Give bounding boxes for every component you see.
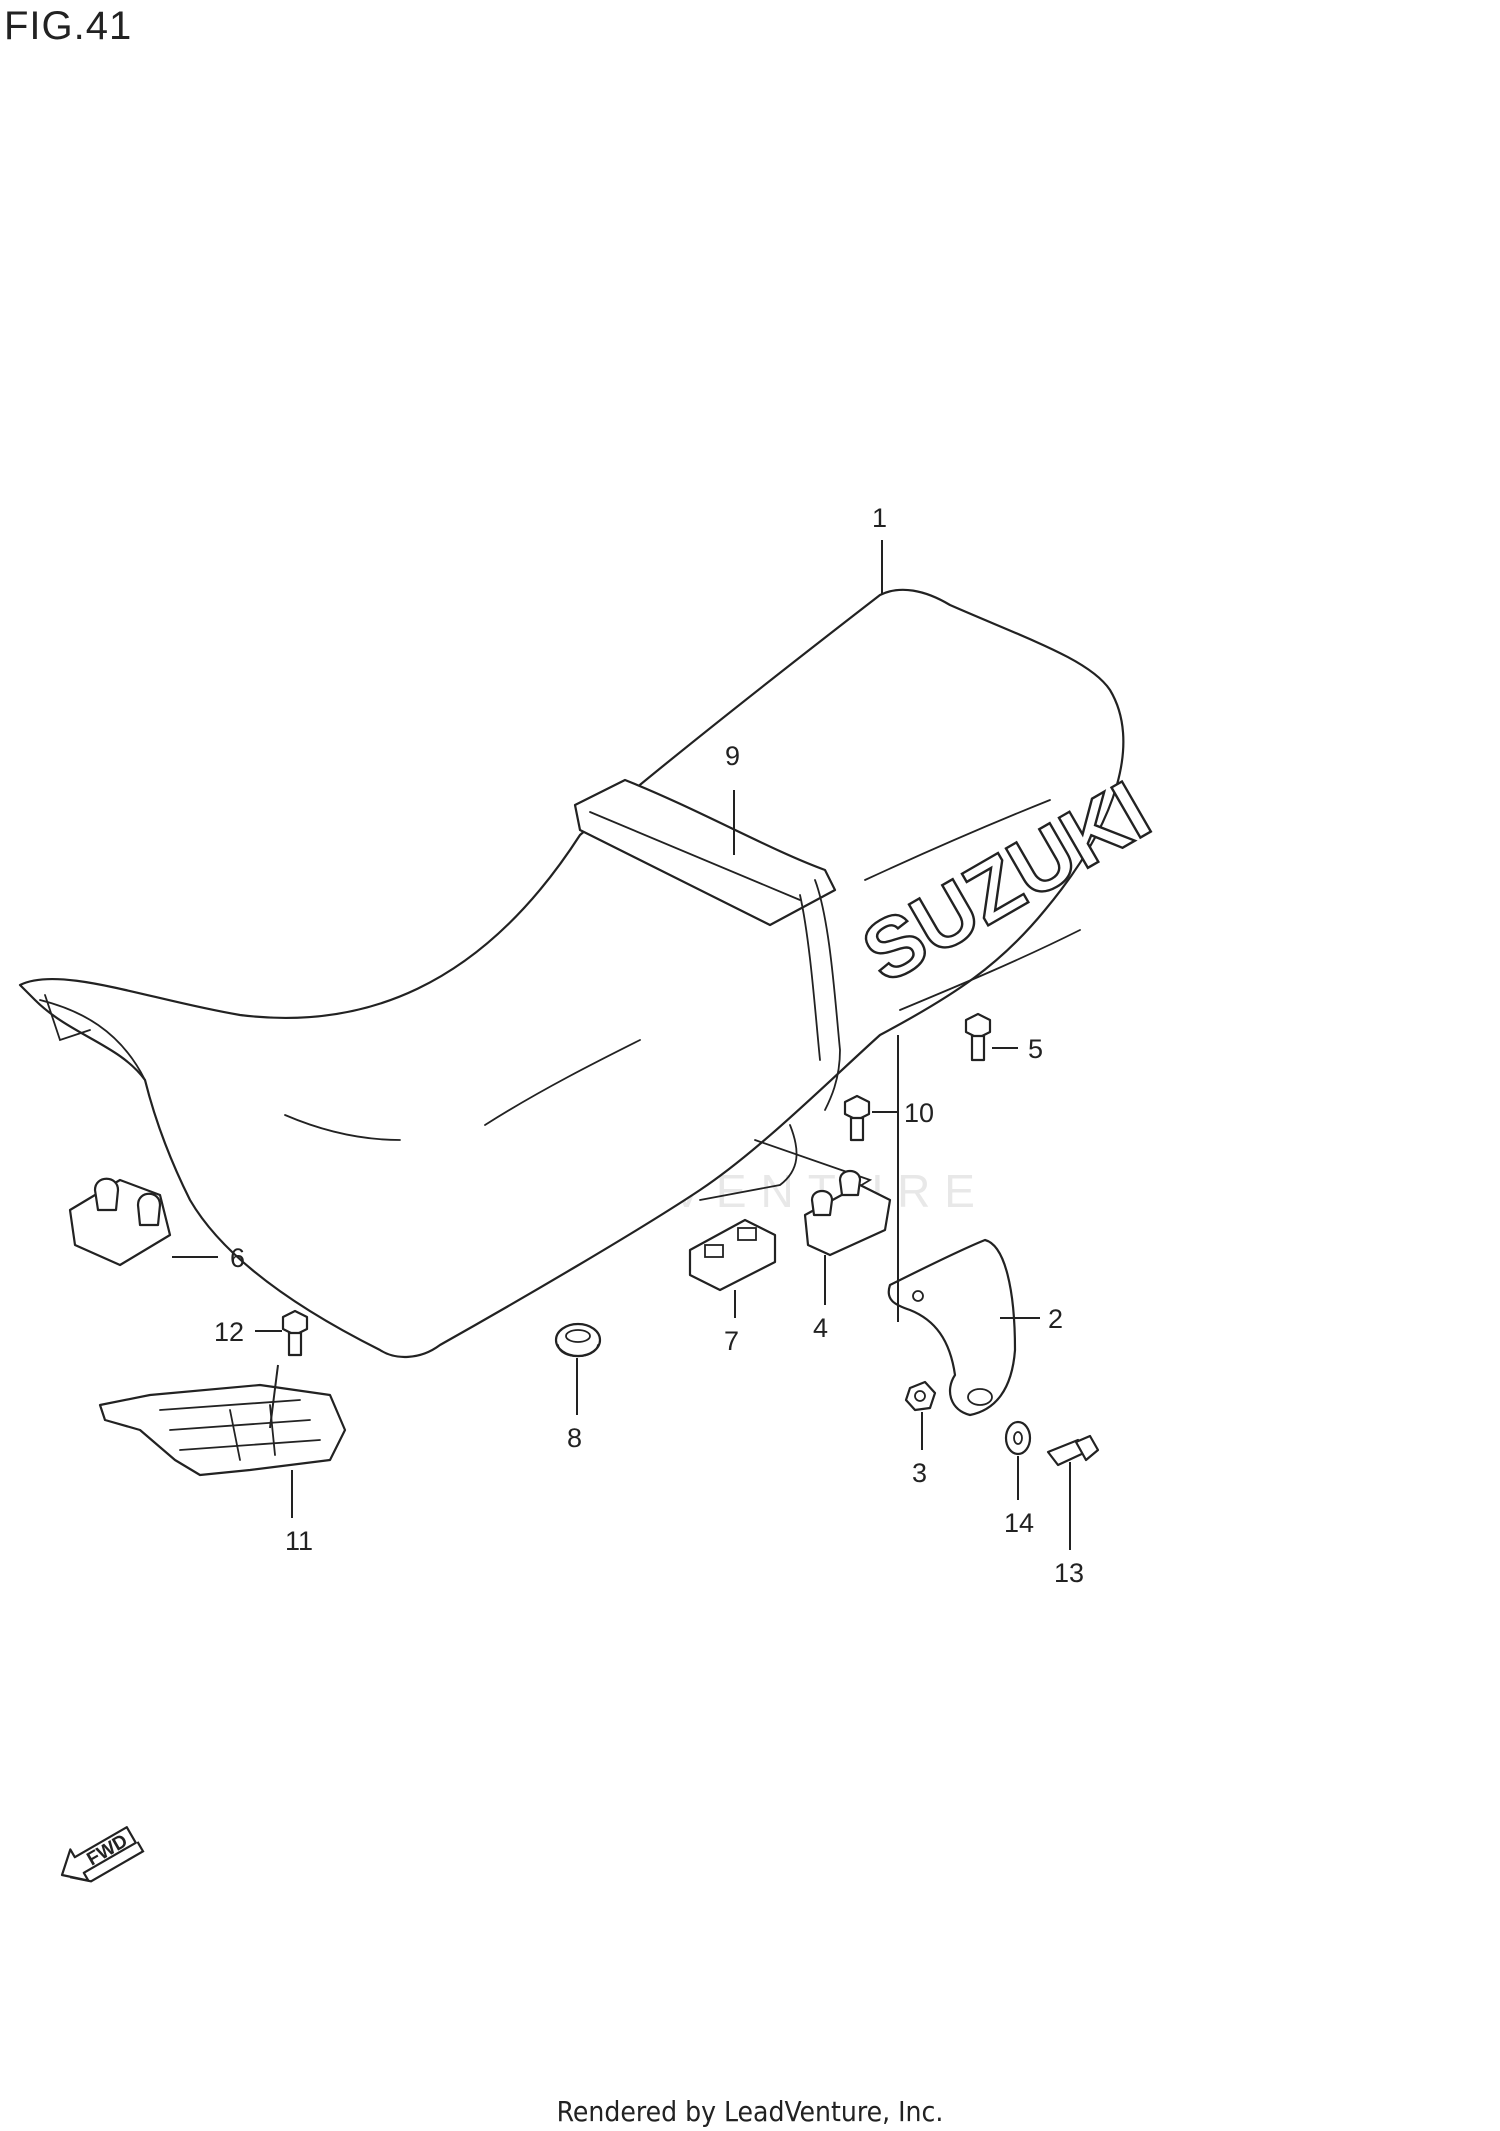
callout-3: 3 xyxy=(912,1458,927,1488)
callout-10: 10 xyxy=(904,1098,934,1128)
callouts: 1 2 3 4 5 6 7 8 9 10 11 12 13 14 xyxy=(214,503,1084,1588)
plate-11 xyxy=(98,1383,347,1477)
callout-9: 9 xyxy=(725,741,740,771)
callout-14: 14 xyxy=(1004,1508,1034,1538)
nut xyxy=(904,1380,937,1412)
fwd-text: FWD xyxy=(83,1831,131,1871)
callout-1: 1 xyxy=(872,503,887,533)
callout-4: 4 xyxy=(813,1313,828,1343)
washer-14 xyxy=(1004,1420,1032,1456)
callout-13: 13 xyxy=(1054,1558,1084,1588)
callout-2: 2 xyxy=(1048,1304,1063,1334)
leader-lines xyxy=(172,540,1071,1550)
bolt-13 xyxy=(1046,1434,1100,1467)
grommet-8 xyxy=(554,1322,602,1358)
callout-12: 12 xyxy=(214,1317,244,1347)
damper-block xyxy=(803,1169,892,1257)
fwd-arrow-icon: FWD xyxy=(60,1826,145,1883)
bolt-12 xyxy=(281,1309,309,1357)
callout-5: 5 xyxy=(1028,1034,1043,1064)
callout-11: 11 xyxy=(285,1526,313,1556)
bolt-10 xyxy=(843,1094,871,1142)
callout-8: 8 xyxy=(567,1423,582,1453)
bolt-5 xyxy=(964,1012,992,1062)
bracket xyxy=(887,1238,1017,1417)
callout-7: 7 xyxy=(724,1326,739,1356)
buffer-7 xyxy=(688,1218,777,1292)
callout-6: 6 xyxy=(230,1243,245,1273)
seat: SUZUKI xyxy=(18,588,1166,1359)
footer-credit: Rendered by LeadVenture, Inc. xyxy=(556,2095,944,2128)
cushion-6 xyxy=(68,1177,172,1267)
figure-title: FIG.41 xyxy=(4,4,133,48)
